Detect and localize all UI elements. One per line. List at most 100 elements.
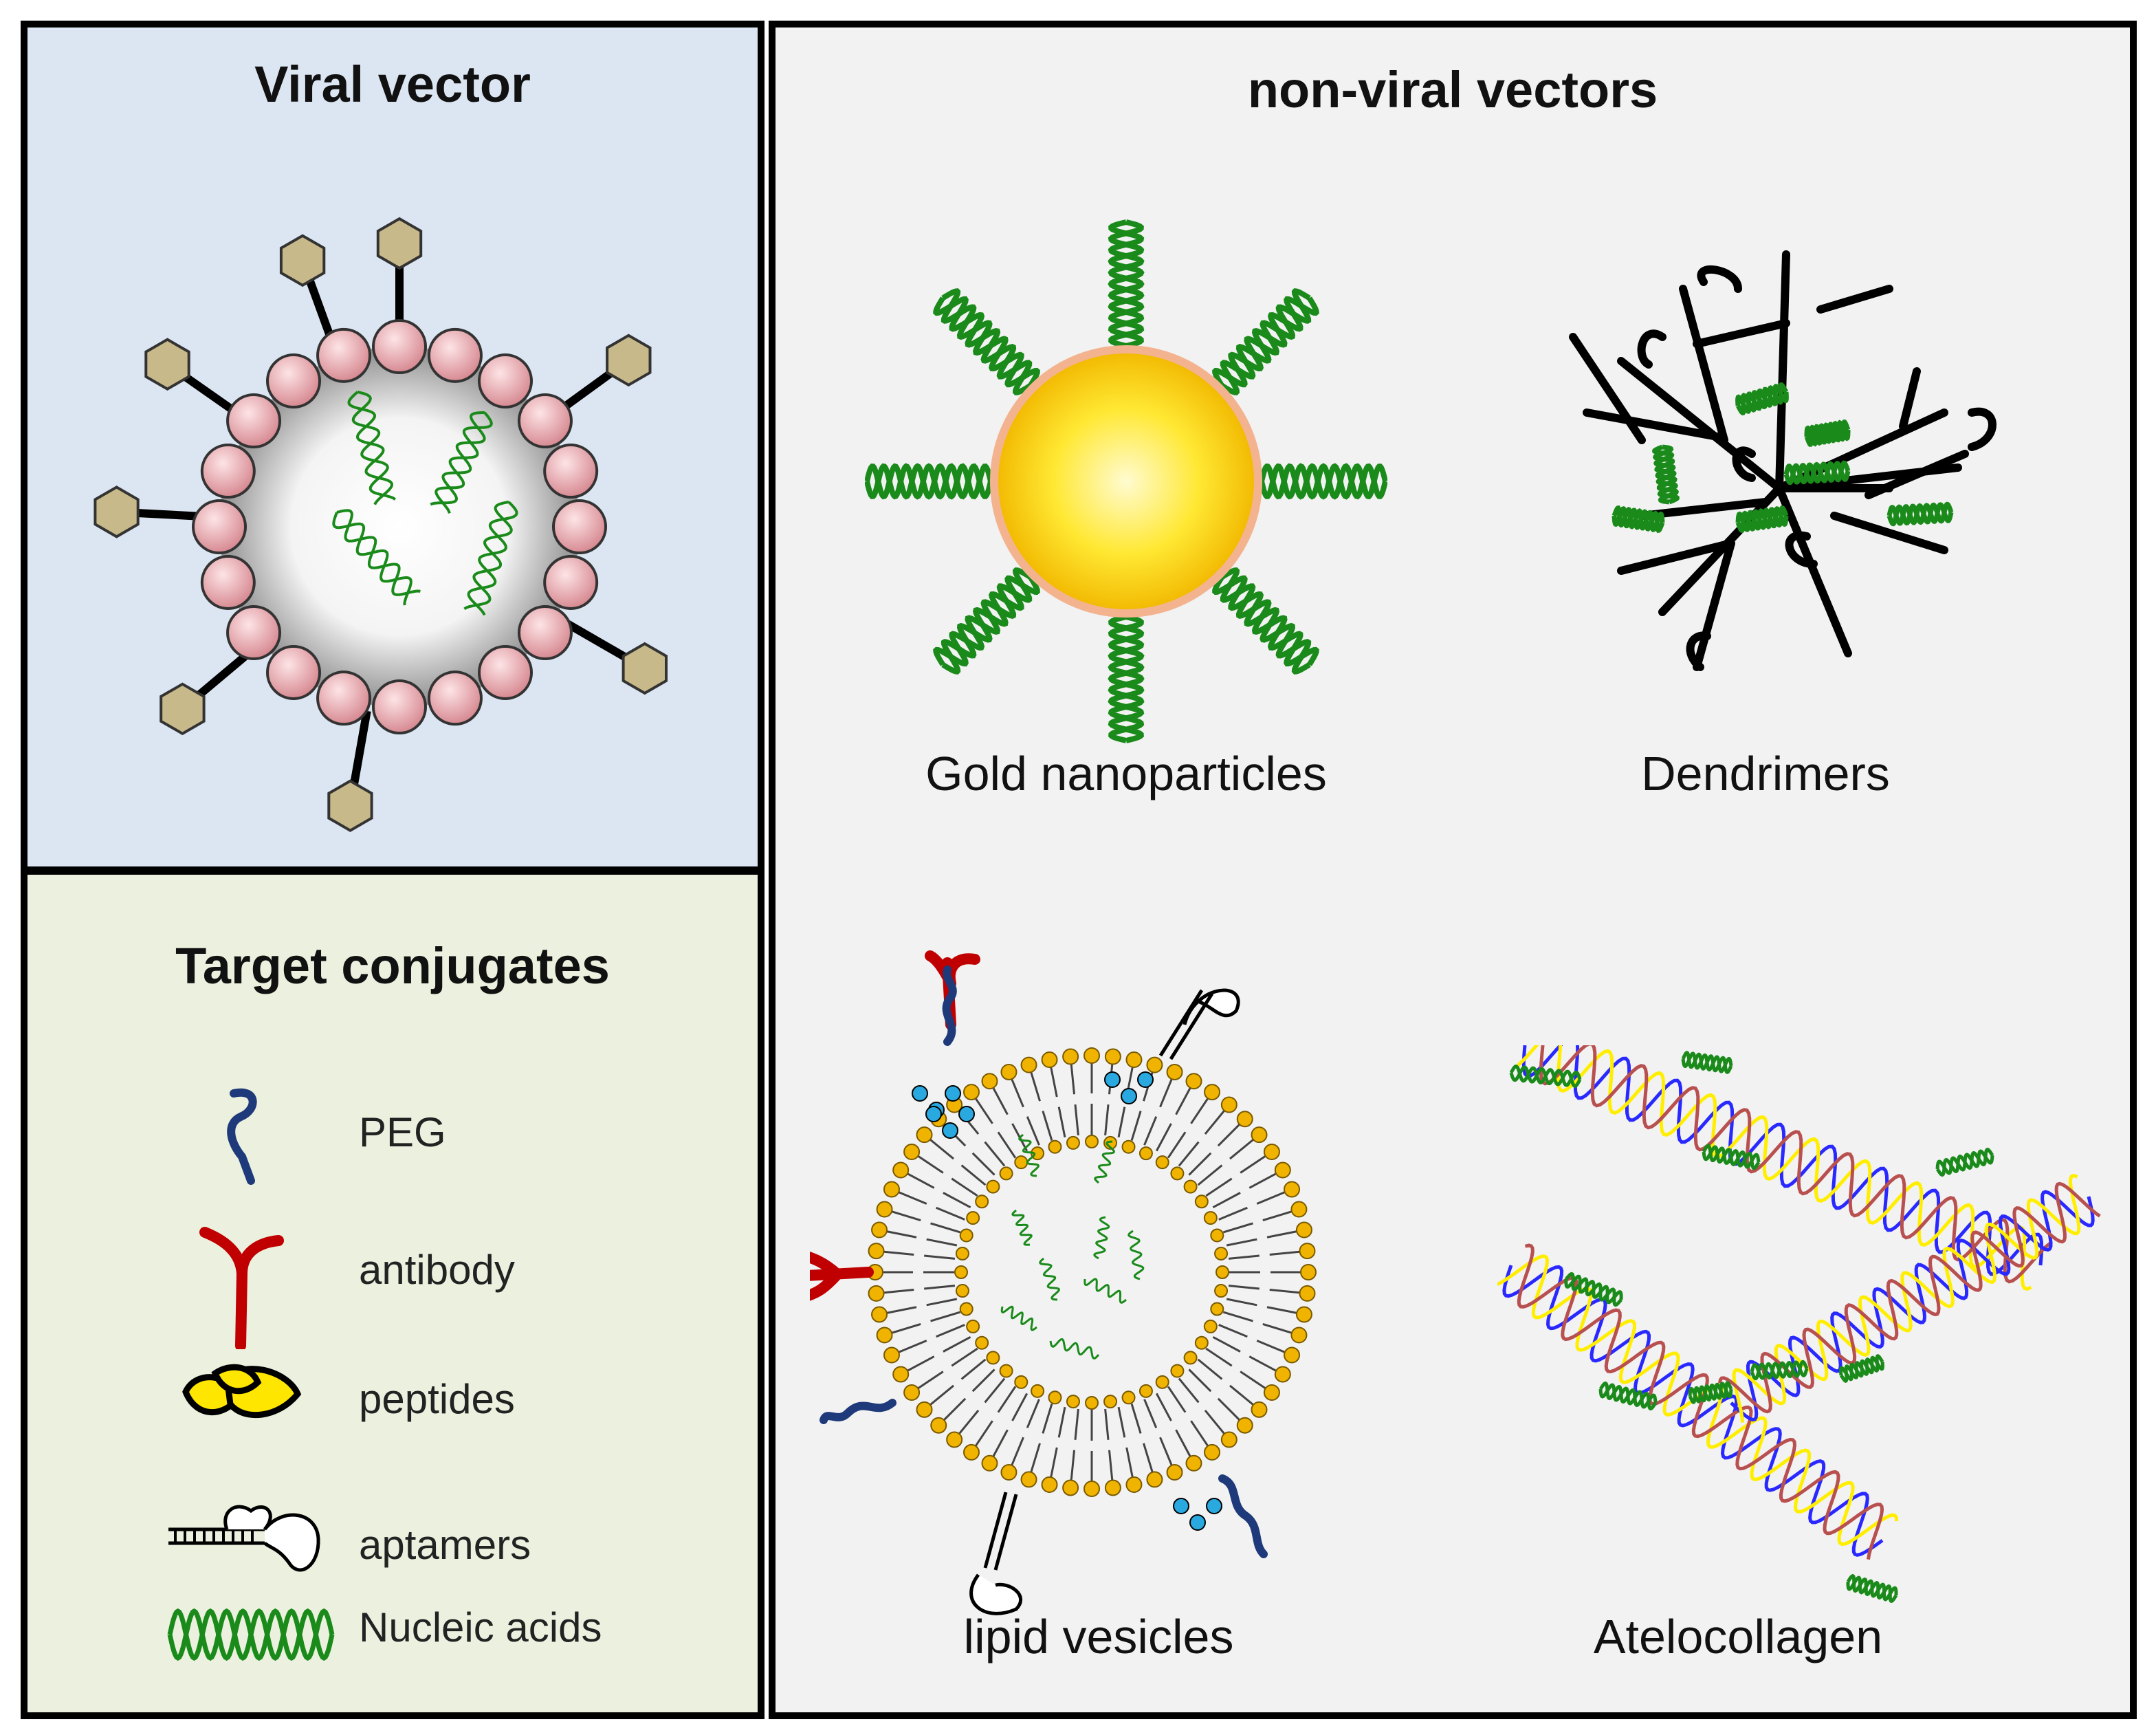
spike-protein-icon [606,334,652,387]
lipid-head [1185,1073,1202,1090]
lipid-tail [1010,1078,1024,1108]
lipid-head [1185,1454,1202,1472]
lipid-head [1263,1143,1280,1160]
nucleic-acid-helix [1804,419,1851,447]
lipid-tail [1248,1355,1277,1373]
dendrimer-branch [1968,407,1996,451]
lipid-head [1146,1056,1163,1073]
nucleic-acid-helix [1886,501,1954,527]
lipid-head [1000,1063,1018,1080]
lipid-tail [1125,1447,1134,1478]
lipid-head [1204,1443,1221,1461]
lipid-tail [929,1138,954,1160]
nucleic-acid-strand [1039,1257,1060,1301]
lipid-head [955,1284,969,1298]
lipid-tail [883,1288,914,1294]
capsomere [200,554,256,610]
lipid-tail [974,1097,993,1124]
lipid-tail [1042,1111,1053,1142]
legend-label-nucleic-acids: Nucleic acids [359,1604,602,1650]
lipid-head [1210,1228,1224,1243]
lipid-tail [997,1131,1017,1159]
lipid-tail [958,1410,980,1435]
lipid-tail [936,1324,965,1338]
nucleic-acid-strand [1000,1305,1037,1331]
lipid-head [1214,1284,1229,1298]
lipid-head [1085,1396,1099,1410]
nucleic-acid-helix [1783,460,1851,485]
atelocollagen-illustration [1497,1045,2101,1604]
lipid-tail [1218,1206,1248,1221]
lipid-head [1062,1048,1079,1065]
capsomere [226,393,282,449]
spike-protein-icon [376,217,423,270]
nucleic-acid-helix [332,509,421,606]
lipid-head [1084,1047,1100,1064]
lipid-tail [1143,1443,1154,1474]
lipid-head [892,1161,910,1179]
lipid-tail [1256,1340,1286,1354]
spike-protein-icon [160,682,206,736]
lipid-head [1300,1264,1317,1280]
lipid-head [1236,1111,1253,1128]
nucleic-acid-strand [1094,1140,1115,1184]
lipid-tail [1074,1408,1079,1440]
lipid-head [871,1221,888,1238]
peptides-icon [182,1364,302,1419]
nucleic-acid-helix [347,391,397,505]
peg-icon [227,1088,257,1185]
lipid-tail [997,1386,1017,1413]
lipid-tail [886,1306,917,1314]
lipid-head [1194,1335,1209,1350]
capsomere [200,444,256,499]
dendrimer-branch [1693,319,1790,348]
dendrimer-branch [1775,250,1790,492]
peg-icon [942,965,957,1046]
nucleic-acid-helix [1612,505,1665,534]
lipid-tail [1026,1399,1040,1428]
nucleic-acid-icon [167,1608,335,1661]
capsomere [316,670,372,726]
dendrimer-branch [1617,357,1783,492]
lipid-head [868,1285,885,1302]
lipid-head [955,1246,969,1261]
lipid-vesicle-illustration [810,950,1317,1615]
lipid-head [1155,1155,1169,1170]
lipid-head [883,1181,900,1198]
lipid-head [871,1306,888,1323]
nucleic-acid-helix [1212,288,1319,395]
lipid-head [981,1454,998,1472]
lipid-head [1295,1221,1312,1238]
lipid-tail [1197,1358,1223,1380]
non-viral-vectors-title: non-viral vectors [1247,61,1658,118]
lipid-tail [1050,1447,1058,1478]
lipid-tail [924,1254,956,1260]
lipid-tail [1070,1063,1076,1095]
lipid-head [1251,1126,1268,1144]
nucleic-acid-helix [1681,1051,1733,1074]
dendrimer-illustration [1569,250,1996,671]
lipid-tail [1212,1335,1241,1353]
capsomere [517,393,573,449]
nucleic-acid-helix [1108,614,1145,743]
lipid-tail [974,1420,993,1448]
lipid-head [1204,1084,1221,1101]
lipid-head [1138,1146,1153,1161]
lipid-tail [1175,1429,1192,1458]
legend-label-peg: PEG [359,1109,446,1155]
peptide-bead [1137,1071,1154,1088]
lipid-head [1084,1481,1100,1497]
lipid-head [962,1084,980,1101]
lipid-tail [1248,1172,1277,1189]
lipid-tail [991,1087,1009,1115]
nucleic-acid-helix [1259,463,1387,500]
lipid-tail [929,1384,954,1406]
lipid-tail [1217,1123,1241,1147]
lipid-tail [930,1222,961,1234]
lipid-head [1014,1155,1028,1170]
lipid-head [966,1319,980,1333]
caption-gold-nanoparticles: Gold nanoparticles [925,747,1327,800]
peptide-bead [958,1106,975,1122]
lipid-tail [1240,1155,1267,1174]
lipid-head [1295,1306,1312,1323]
